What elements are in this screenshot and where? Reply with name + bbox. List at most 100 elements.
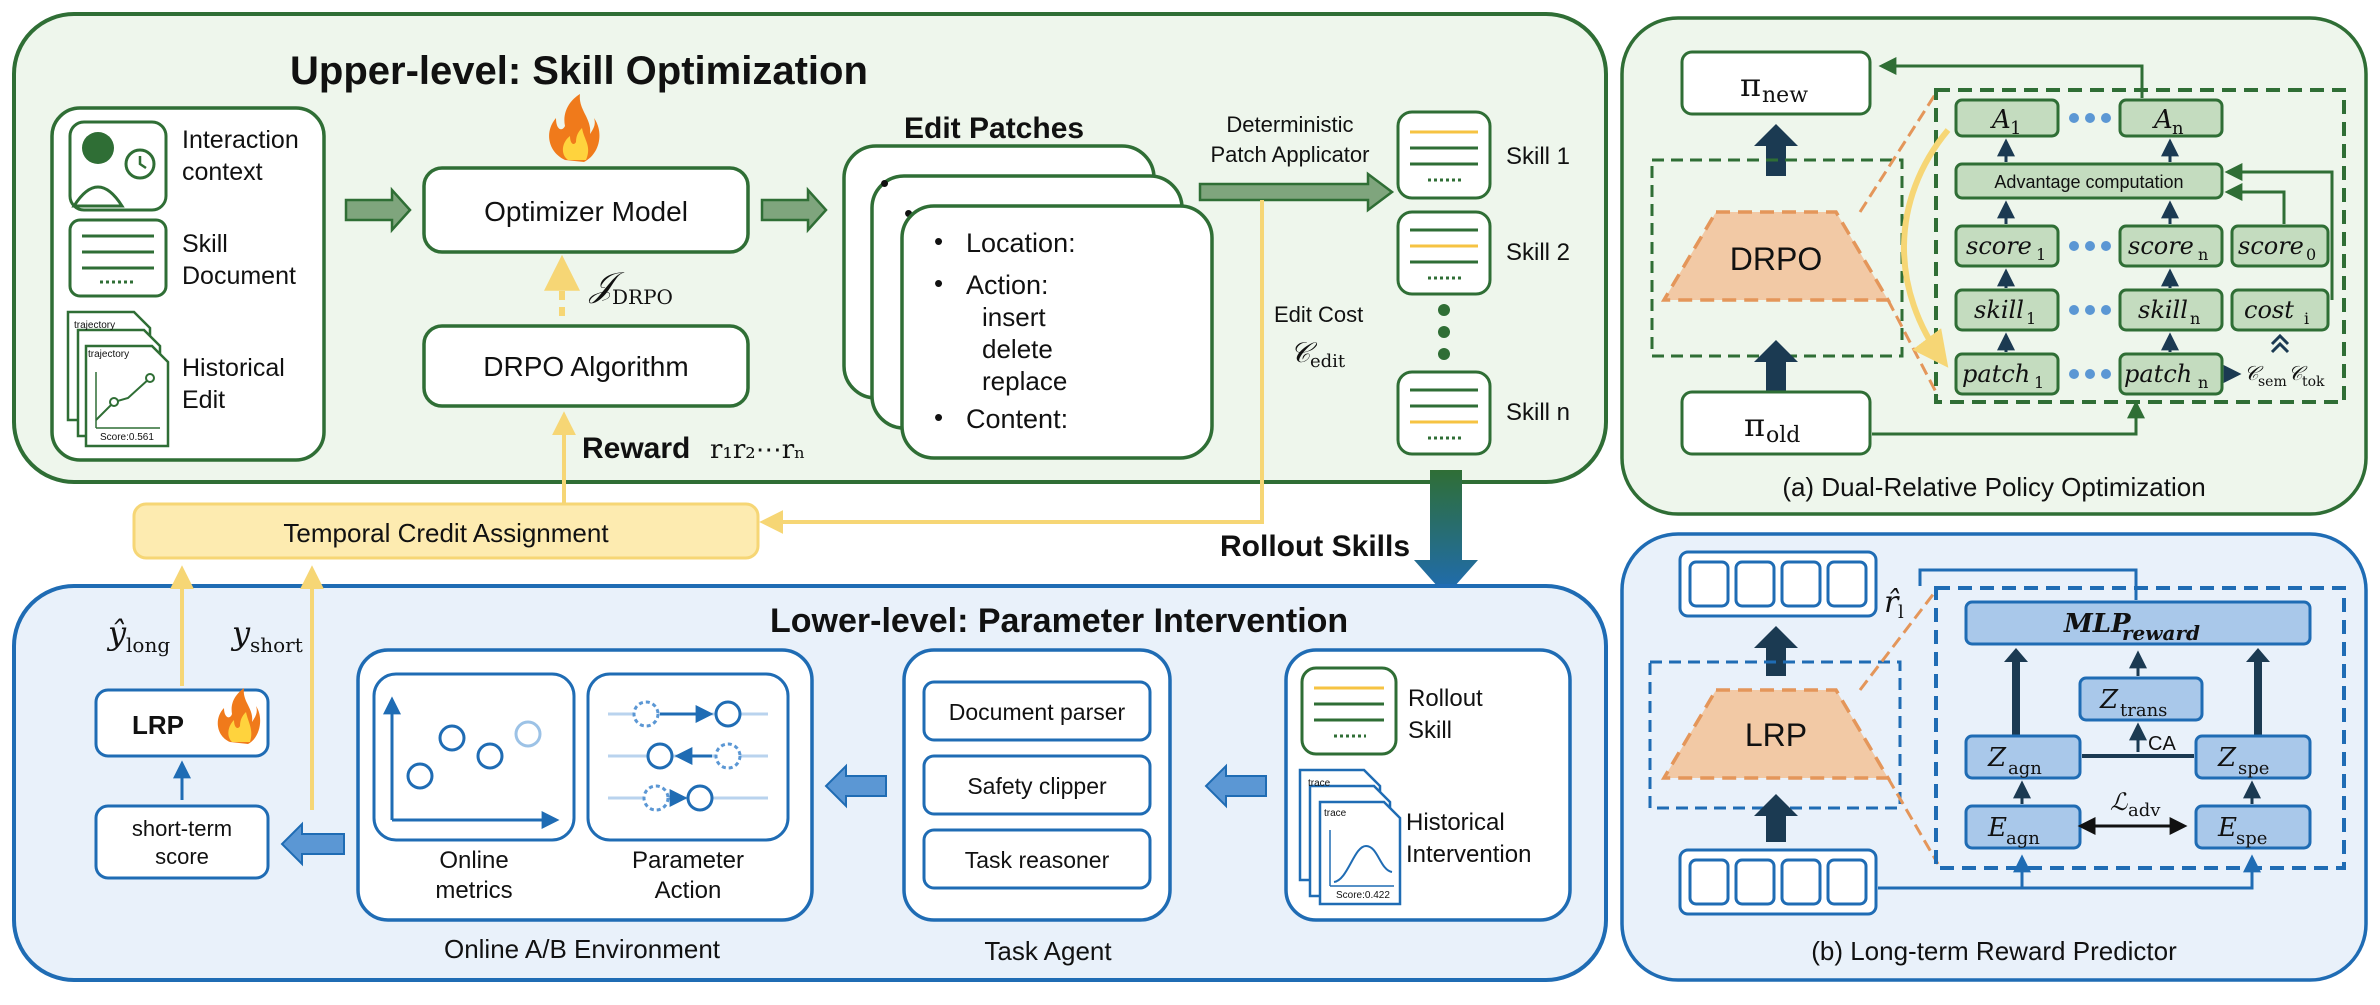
zspe-sub: spe xyxy=(2238,758,2269,779)
lrp-up-arrow-bottom xyxy=(1754,794,1798,842)
input-tokens xyxy=(1688,858,1868,906)
an-sub: n xyxy=(2172,118,2184,139)
patchn-symbol: patch xyxy=(2124,360,2192,388)
rollout-skill-line1: Rollout xyxy=(1408,685,1483,712)
patch-replace: replace xyxy=(982,366,1067,396)
pi-old-to-patch xyxy=(1872,400,2145,436)
pi-new-symbol: π xyxy=(1740,66,1761,104)
zspe-symbol: Z xyxy=(2217,743,2237,773)
objective-sub: DRPO xyxy=(612,285,673,309)
online-metrics-line1: Online xyxy=(439,847,508,874)
zagn-sub: agn xyxy=(2008,758,2042,779)
feedback-to-pi-new xyxy=(1878,57,2144,98)
mlp-symbol: MLP xyxy=(2063,609,2132,639)
online-metrics-line2: metrics xyxy=(435,877,512,904)
historical-intervention-line2: Intervention xyxy=(1406,841,1531,868)
zagn-symbol: Z xyxy=(1987,743,2007,773)
input-context: context xyxy=(182,158,263,186)
c-sem-sub: sem xyxy=(2258,374,2287,390)
input-historical: Historical xyxy=(182,354,285,382)
skill-row-dots xyxy=(2069,305,2111,315)
fire-icon-lrp xyxy=(217,688,261,744)
mlp-box xyxy=(1964,600,2312,646)
trajectory-label-2: trajectory xyxy=(88,349,129,360)
scoren-sub: n xyxy=(2198,245,2208,264)
input-interaction: Interaction xyxy=(182,126,299,154)
skill-1-label: Skill 1 xyxy=(1506,143,1570,170)
patch-insert: insert xyxy=(982,302,1046,332)
patchn-sub: n xyxy=(2198,373,2208,392)
optimizer-model-label: Optimizer Model xyxy=(484,196,688,227)
short-term-line2: score xyxy=(155,844,209,869)
mlp-sub: reward xyxy=(2122,621,2200,645)
score0-symbol: score xyxy=(2238,232,2304,260)
pi-up-arrow-top xyxy=(1754,124,1798,176)
task-reasoner-label: Task reasoner xyxy=(965,847,1110,873)
arrow-optimizer-to-patches xyxy=(760,186,828,234)
ladv-sub: adv xyxy=(2128,800,2161,821)
cost-chevrons xyxy=(2270,333,2290,354)
drpo-label: DRPO xyxy=(1730,241,1822,277)
skilln-symbol: skill xyxy=(2138,296,2188,324)
a1-symbol: A xyxy=(1990,105,2011,135)
espe-symbol: E xyxy=(2217,813,2237,843)
arrow-env-to-score xyxy=(280,821,345,867)
document-parser-box xyxy=(922,680,1152,742)
input-skill: Skill xyxy=(182,230,228,258)
parameter-slider-icon xyxy=(608,700,768,812)
skilln-box xyxy=(2118,288,2224,332)
skill-n-label: Skill n xyxy=(1506,399,1570,426)
edit-patches-title: Edit Patches xyxy=(904,112,1084,145)
rollout-skill-line2: Skill xyxy=(1408,717,1452,744)
a1-box xyxy=(1954,98,2060,138)
edit-cost-sub: edit xyxy=(1310,351,1346,372)
scoren-symbol: score xyxy=(2128,232,2194,260)
arrow-agent-to-env xyxy=(824,763,887,809)
patch-delete: delete xyxy=(982,334,1053,364)
panel-a-caption: (a) Dual-Relative Policy Optimization xyxy=(1782,472,2205,502)
skill1-symbol: skill xyxy=(1974,296,2024,324)
lrp-box xyxy=(94,688,270,758)
edit-cost-label: Edit Cost xyxy=(1274,302,1363,327)
patchn-box xyxy=(2118,352,2224,396)
score1-symbol: score xyxy=(1966,232,2032,260)
r-hat-symbol: r̂ xyxy=(1884,585,1900,620)
yellow-curve-arrow xyxy=(1901,128,1951,368)
patch-action: Action: xyxy=(966,270,1049,300)
y-long: ŷ xyxy=(106,614,127,652)
advantage-box xyxy=(1954,162,2224,200)
document-parser-label: Document parser xyxy=(949,699,1126,725)
an-symbol: A xyxy=(2152,105,2173,135)
lower-title: Lower-level: Parameter Intervention xyxy=(770,602,1348,640)
drpo-algorithm-box xyxy=(422,324,750,408)
reward-values: r₁r₂⋯rₙ xyxy=(710,435,805,465)
interaction-context-icon xyxy=(68,120,168,212)
skill-2-label: Skill 2 xyxy=(1506,239,1570,266)
upper-panel: Upper-level: Skill Optimization Interact… xyxy=(12,12,1608,512)
y-short-sub: short xyxy=(250,633,303,657)
patch1-sub: 1 xyxy=(2034,373,2044,392)
short-term-score-box xyxy=(94,804,270,880)
mlp-to-rhat xyxy=(1918,568,2138,600)
score0-box xyxy=(2230,224,2330,268)
rollout-skills-arrow xyxy=(1414,470,1478,596)
patch-dots xyxy=(2069,369,2111,379)
skill-2-doc xyxy=(1396,210,1492,296)
patch-bullet-1: • xyxy=(934,226,943,256)
reward-label: Reward xyxy=(582,432,690,465)
an-box xyxy=(2118,98,2224,138)
optimizer-model-box xyxy=(422,166,750,254)
applicator-line1: Deterministic xyxy=(1226,112,1353,137)
lrp-detail-box xyxy=(1934,586,2346,870)
patch-back-bullet: • xyxy=(880,168,889,198)
ztrans-symbol: Z xyxy=(2099,685,2119,715)
ladv-symbol: ℒ xyxy=(2110,788,2128,816)
short-term-line1: short-term xyxy=(132,816,232,841)
task-reasoner-box xyxy=(922,828,1152,890)
zspe-to-mlp xyxy=(2246,648,2270,736)
trajectory-label-1: trajectory xyxy=(74,320,115,331)
pi-old-sub: old xyxy=(1766,423,1800,448)
doc-score: Score:0.561 xyxy=(100,432,154,443)
zoom-line-top xyxy=(1858,89,1940,213)
pi-old-box xyxy=(1680,390,1872,456)
